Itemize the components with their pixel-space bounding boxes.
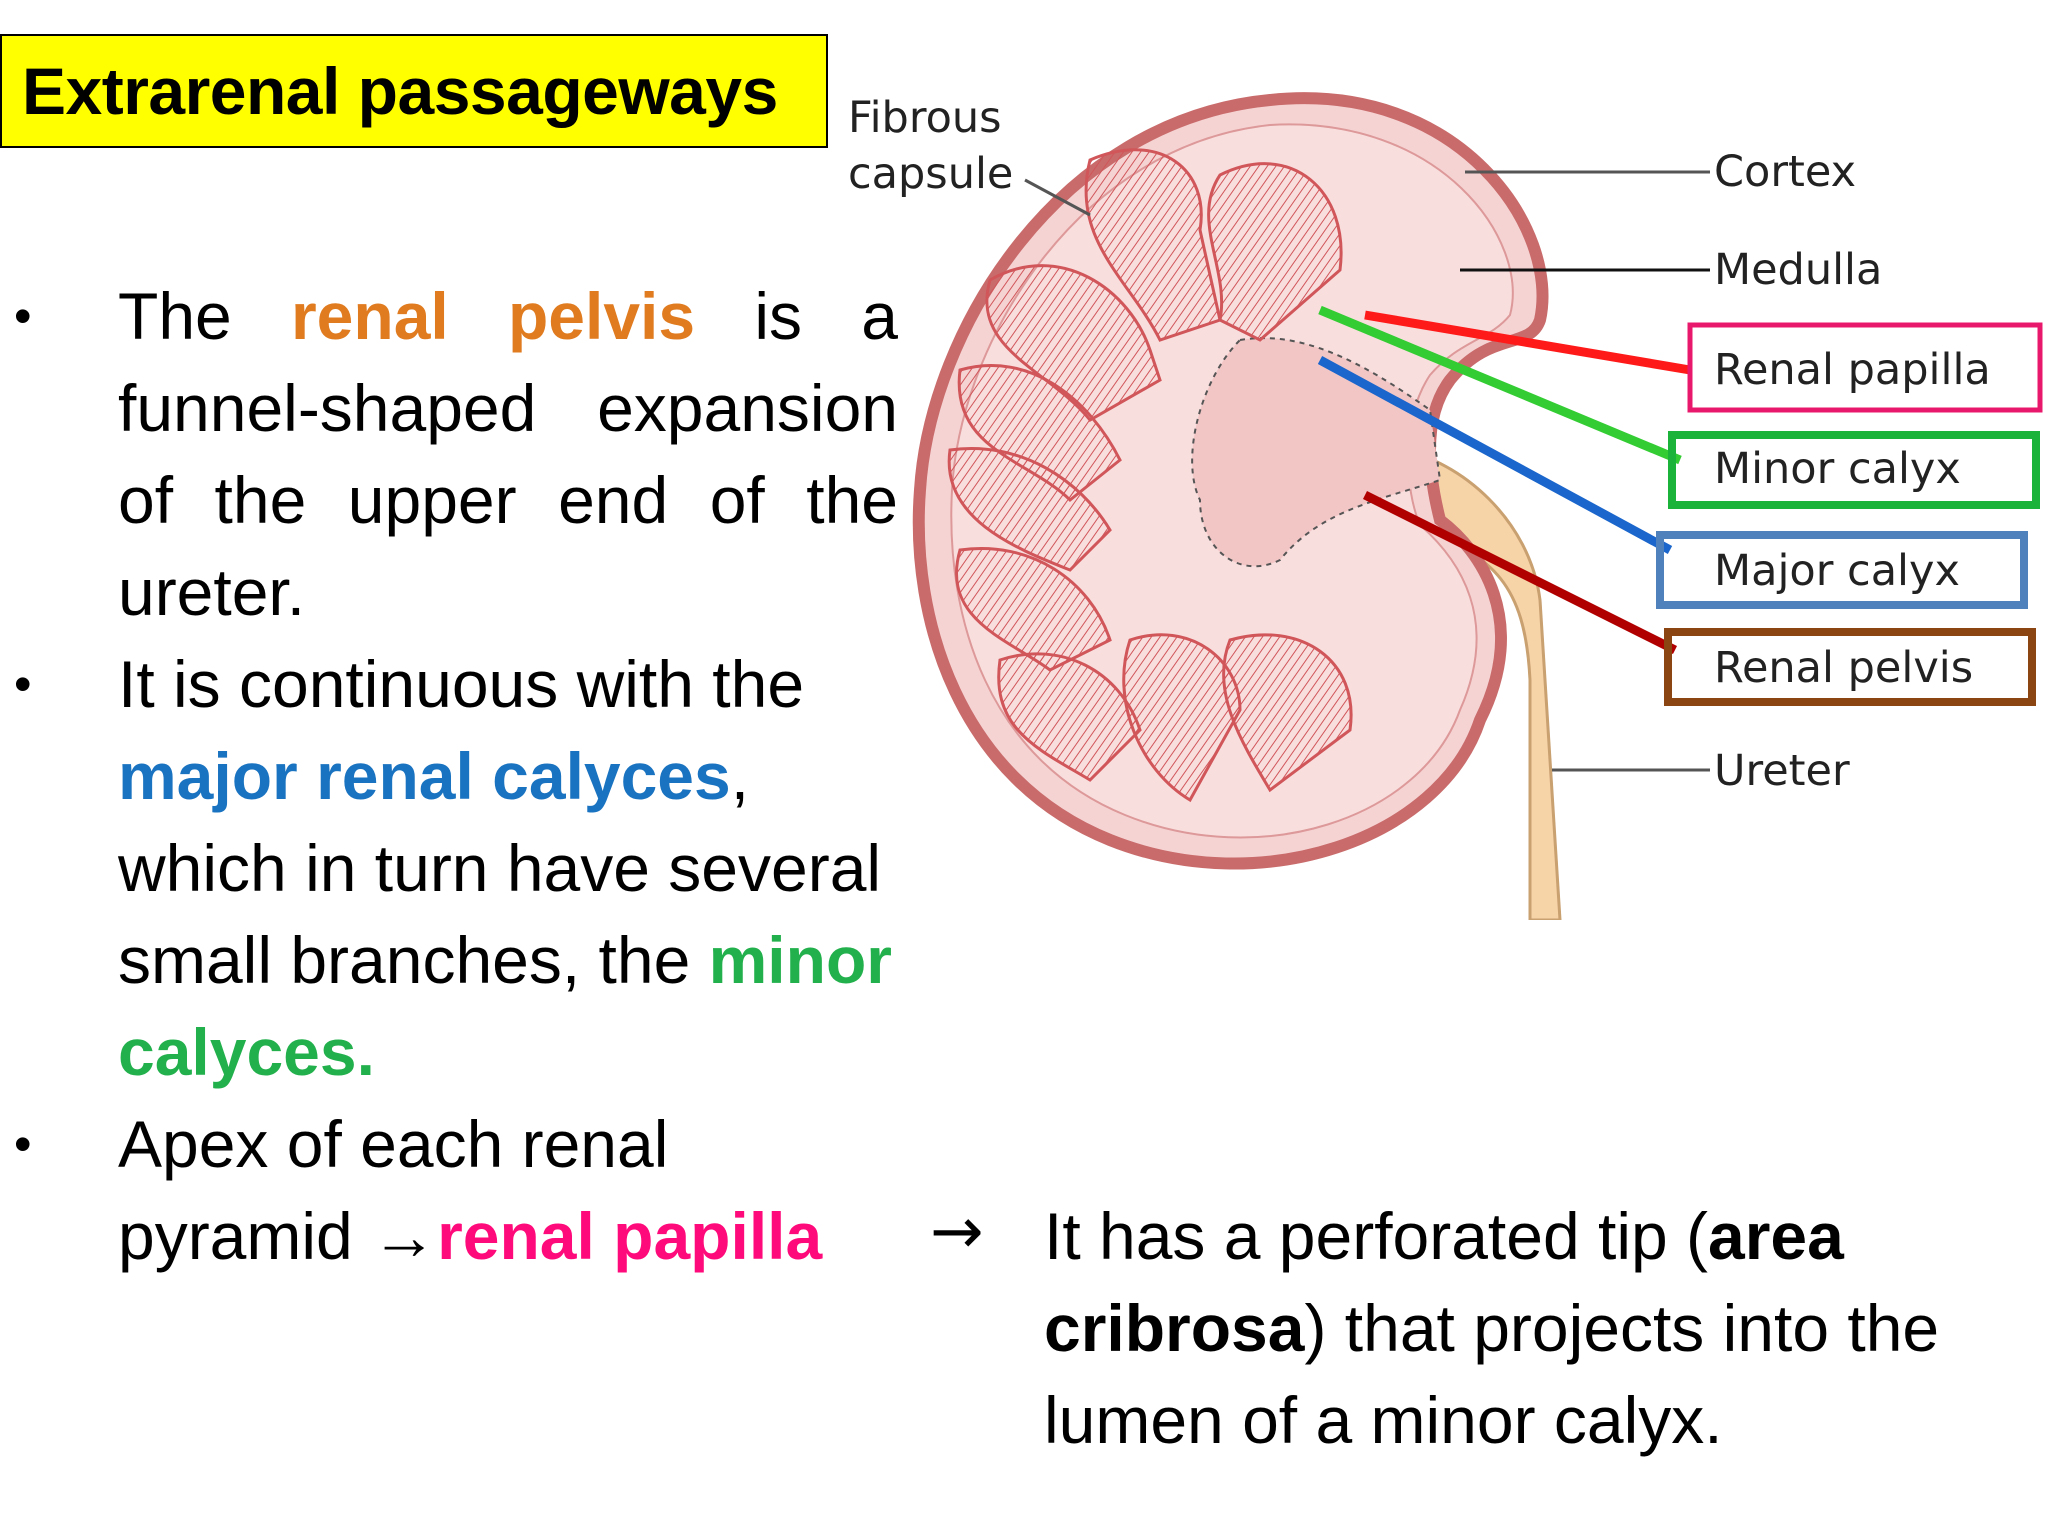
bullet-text: is a funnel-shaped expansion of the uppe… bbox=[118, 279, 898, 629]
major-calyx-box bbox=[1656, 531, 2028, 609]
bullet-text: , which in turn have several small branc… bbox=[118, 739, 882, 997]
bullet-text: It is continuous with the bbox=[118, 647, 805, 721]
arrow-icon: → bbox=[371, 1199, 438, 1273]
label-renal-papilla: Renal papilla bbox=[1714, 345, 1991, 395]
term-major-calyces: major renal calyces bbox=[118, 739, 731, 813]
term-minor-calyces: minor calyces. bbox=[118, 923, 892, 1089]
label-fibrous-line2: capsule bbox=[848, 149, 1013, 199]
renal-papilla-pointer bbox=[1364, 310, 1691, 375]
label-minor-calyx: Minor calyx bbox=[1714, 444, 1961, 494]
minor-calyx-pointer bbox=[1318, 305, 1682, 465]
label-ureter: Ureter bbox=[1714, 746, 1850, 796]
right-arrow-icon: → bbox=[930, 1195, 984, 1269]
term-area-cribrosa: area cribrosa bbox=[1044, 1199, 1844, 1365]
page-title: Extrarenal passageways bbox=[22, 54, 778, 128]
minor-calyx-box bbox=[1668, 431, 2040, 509]
bullet-item-renal-papilla: • Apex of each renal pyramid →renal papi… bbox=[0, 1098, 898, 1282]
bullet-text: The bbox=[118, 279, 291, 353]
label-medulla: Medulla bbox=[1714, 245, 1882, 295]
term-renal-papilla: renal papilla bbox=[437, 1199, 823, 1273]
bullet-item-major-calyces: • It is continuous with the major renal … bbox=[0, 638, 908, 1098]
medulla-pyramids bbox=[947, 148, 1353, 803]
renal-pelvis-pointer bbox=[1362, 490, 1678, 655]
bullet-icon: • bbox=[14, 288, 32, 344]
bullet-icon: • bbox=[14, 656, 32, 712]
renal-pelvis-box bbox=[1664, 628, 2036, 706]
bullet-list: • The renal pelvis is a funnel-shaped ex… bbox=[0, 270, 910, 1282]
explanation-text: It has a perforated tip (area cribrosa) … bbox=[1044, 1190, 2024, 1466]
kidney-diagram: Fibrous capsule Cortex Medulla Renal pap… bbox=[840, 80, 2048, 922]
major-calyx-pointer bbox=[1317, 356, 1673, 554]
title-box: Extrarenal passageways bbox=[0, 34, 828, 148]
bullet-item-renal-pelvis: • The renal pelvis is a funnel-shaped ex… bbox=[0, 270, 898, 638]
explanation-post: ) that projects into the lumen of a mino… bbox=[1044, 1291, 1940, 1457]
label-fibrous-line1: Fibrous bbox=[848, 93, 1002, 143]
label-renal-pelvis: Renal pelvis bbox=[1714, 643, 1973, 693]
fibrous-capsule-leader bbox=[1024, 178, 1091, 217]
renal-papilla-box bbox=[1687, 322, 2043, 413]
explanation-pre: It has a perforated tip ( bbox=[1044, 1199, 1709, 1273]
label-major-calyx: Major calyx bbox=[1714, 546, 1960, 596]
term-renal-pelvis: renal pelvis bbox=[290, 279, 696, 353]
label-cortex: Cortex bbox=[1714, 147, 1856, 197]
bullet-text: Apex of each renal pyramid bbox=[118, 1107, 669, 1273]
bullet-icon: • bbox=[14, 1116, 32, 1172]
